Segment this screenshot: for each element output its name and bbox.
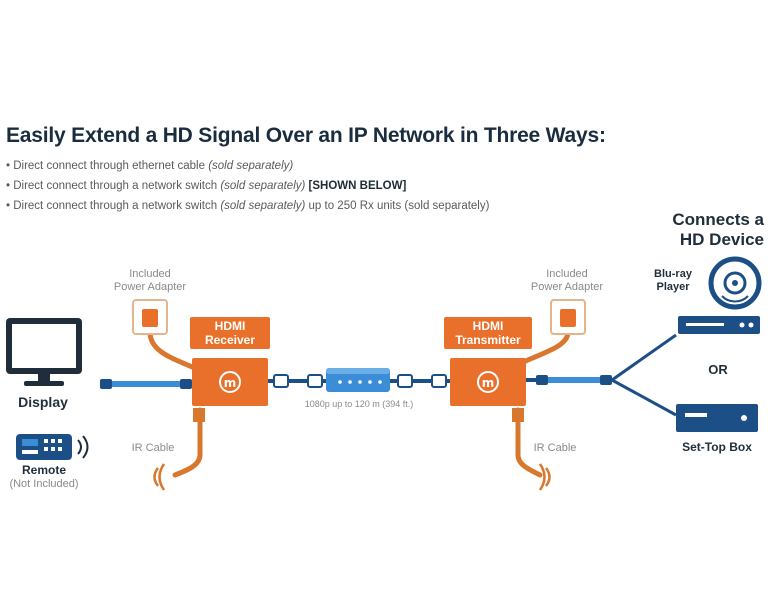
hdmi-transmitter-unit: m <box>450 358 526 406</box>
rj45-connector-icon <box>307 374 323 388</box>
hdmi-cable-highlight <box>548 377 600 383</box>
hdmi-connector <box>600 375 612 385</box>
settop-label: Set-Top Box <box>682 440 752 454</box>
hdmi-cable-branch <box>611 333 677 382</box>
hdmi-connector <box>536 375 548 385</box>
bluray-player-icon <box>678 316 760 334</box>
display-label: Display <box>18 394 68 410</box>
power-adapter-icon <box>132 299 168 335</box>
monitor-icon <box>6 318 82 386</box>
page-title: Easily Extend a HD Signal Over an IP Net… <box>6 124 606 147</box>
rj45-connector-icon <box>397 374 413 388</box>
bullet-item: • Direct connect through ethernet cable … <box>6 160 294 172</box>
network-switch-icon <box>326 368 390 392</box>
bullet-item: • Direct connect through a network switc… <box>6 200 490 212</box>
ir-cable <box>172 407 203 478</box>
or-label: OR <box>708 362 728 377</box>
remote-icon <box>16 434 72 460</box>
ir-plug <box>193 408 205 422</box>
power-adapter-icon <box>550 299 586 335</box>
signal-waves-icon <box>77 435 89 459</box>
rj45-connector-icon <box>431 374 447 388</box>
signal-waves-icon <box>538 463 551 491</box>
remote-note: (Not Included) <box>9 478 79 490</box>
bullet-list: • Direct connect through ethernet cable … <box>6 156 489 216</box>
ir-cable-label: IR Cable <box>131 442 175 454</box>
ir-cable-label: IR Cable <box>533 442 577 454</box>
settop-box-icon <box>676 404 758 432</box>
rj45-connector-icon <box>273 374 289 388</box>
disc-icon <box>708 256 762 310</box>
ir-cable <box>515 407 543 478</box>
logo-m-icon <box>219 371 241 393</box>
hdmi-connector <box>180 379 192 389</box>
signal-waves-icon <box>153 463 166 491</box>
svg-text:m: m <box>482 376 495 390</box>
remote-label: Remote <box>21 463 66 477</box>
hdmi-receiver-unit: m <box>192 358 268 406</box>
svg-text:m: m <box>224 376 237 390</box>
hdmi-cable-highlight <box>112 381 180 387</box>
hdmi-connector <box>100 379 112 389</box>
hdmi-cable-branch <box>611 378 677 417</box>
switch-distance-note: 1080p up to 120 m (394 ft.) <box>304 399 414 409</box>
ir-plug <box>512 408 524 422</box>
bullet-item: • Direct connect through a network switc… <box>6 180 407 192</box>
logo-m-icon <box>477 371 499 393</box>
